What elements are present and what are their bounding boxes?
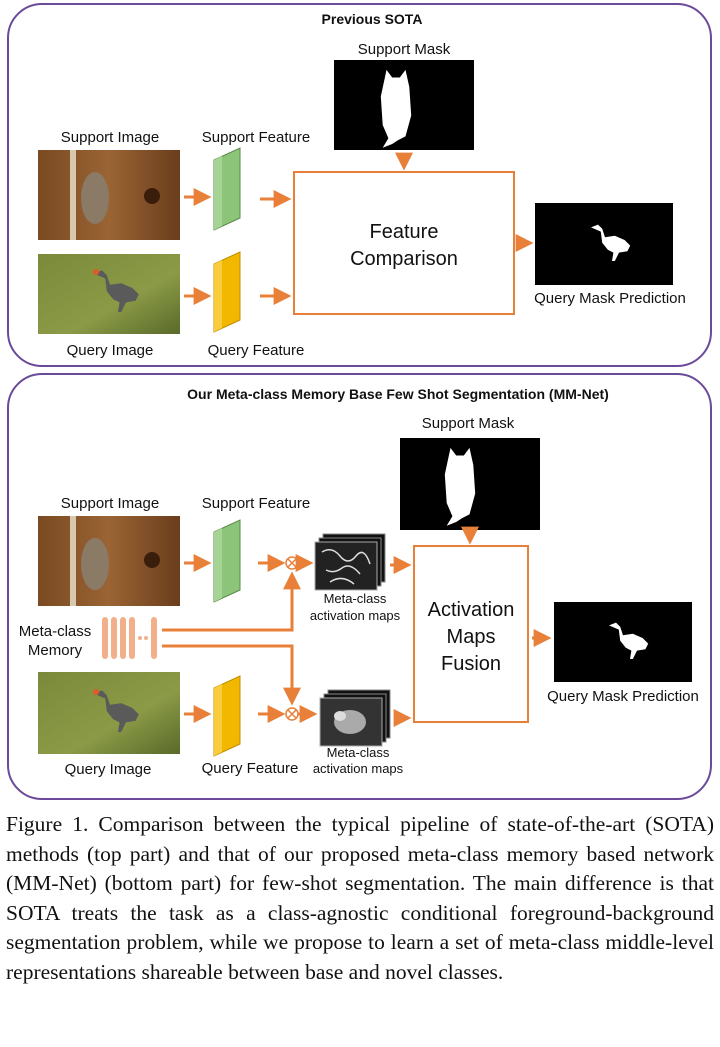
top-support-mask-image [334,60,474,150]
bottom-panel: Our Meta-class Memory Base Few Shot Segm… [7,373,712,800]
bottom-query-prediction-label: Query Mask Prediction [547,688,699,705]
fusion-box: Activation Maps Fusion [413,545,529,723]
bottom-query-image [38,672,180,754]
top-comparison-line2: Comparison [350,248,458,270]
figure-caption: Figure 1. Comparison between the typical… [6,812,714,984]
query-multiply-icon [285,707,299,721]
figure-diagram: Previous SOTA Support Mask Support Image… [7,3,712,800]
support-activation-label-line2: activation maps [310,608,401,623]
meta-memory-bank [102,617,157,659]
top-query-feature-block [213,251,241,333]
bottom-support-feature-label: Support Feature [202,495,310,512]
top-support-feature-block [213,147,241,231]
top-support-mask-label: Support Mask [358,41,451,58]
bottom-support-mask-label: Support Mask [422,415,515,432]
query-activation-label-line1: Meta-class [327,745,390,760]
top-query-image [38,254,180,334]
bottom-query-image-label: Query Image [65,761,152,778]
top-support-image [38,150,180,240]
bottom-support-image [38,516,180,606]
bottom-query-feature-label: Query Feature [202,760,299,777]
top-comparison-box: Feature Comparison [293,171,515,315]
support-multiply-icon [285,556,299,570]
top-panel: Previous SOTA Support Mask Support Image… [7,3,712,367]
bottom-support-feature-block [213,519,241,603]
fusion-box-line2: Maps [447,626,496,648]
top-query-feature-label: Query Feature [208,342,305,359]
query-activation-label-line2: activation maps [313,761,404,776]
meta-memory-label-line2: Memory [28,642,83,659]
support-activation-label-line1: Meta-class [324,591,387,606]
bottom-query-prediction-image [554,602,692,682]
fusion-box-line3: Fusion [441,653,501,675]
bottom-arrows [162,526,552,727]
top-support-image-label: Support Image [61,129,159,146]
bottom-support-mask-image [400,438,540,530]
query-activation-maps [319,689,391,747]
bottom-panel-title: Our Meta-class Memory Base Few Shot Segm… [187,386,609,402]
top-query-prediction-label: Query Mask Prediction [534,290,686,307]
top-query-image-label: Query Image [67,342,154,359]
top-comparison-line1: Feature [370,221,439,243]
top-arrows [184,152,534,305]
bottom-support-image-label: Support Image [61,495,159,512]
bottom-query-feature-block [213,675,241,757]
top-panel-title: Previous SOTA [322,11,423,27]
top-support-feature-label: Support Feature [202,129,310,146]
fusion-box-line1: Activation [428,599,515,621]
support-activation-maps [314,533,386,591]
top-query-prediction-image [535,203,673,285]
meta-memory-label-line1: Meta-class [19,623,92,640]
